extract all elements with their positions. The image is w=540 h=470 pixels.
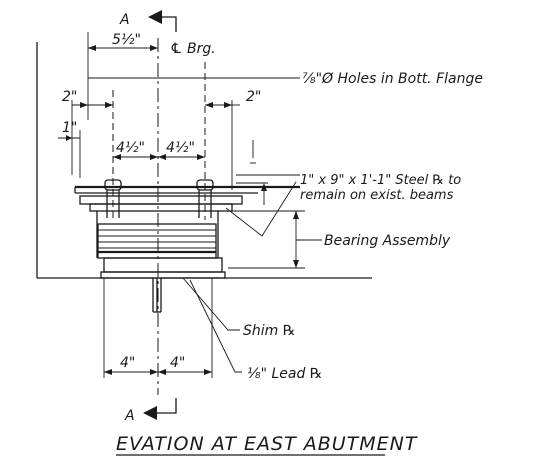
dim-plate-thickness (236, 140, 300, 205)
bolt-right (196, 179, 214, 218)
centerline-bearing-label: ℄ Brg. (170, 41, 216, 57)
drawing-title: EVATION AT EAST ABUTMENT (116, 433, 418, 455)
holes-label: ⅞"Ø Holes in Bott. Flange (302, 71, 483, 87)
section-arrow-bottom-icon (143, 406, 157, 420)
dim-four: 4" 4" (104, 355, 212, 375)
shim-plate-label: Shim ℞ (243, 323, 295, 339)
dim-two-left-label: 2" (62, 89, 77, 105)
dim-four-right-label: 4" (170, 355, 185, 371)
bottom-flange-and-plate (74, 185, 300, 212)
steel-plate-label-1: 1" x 9" x 1'-1" Steel ℞ to (300, 173, 461, 188)
section-marker-top-letter: A (119, 12, 130, 28)
section-marker-top: A (119, 10, 177, 32)
dim-two-right-label: 2" (246, 89, 261, 105)
bearing-assembly (96, 211, 226, 279)
dim-five-half-label: 5½" (112, 32, 141, 48)
dim-four-half-left-label: 4½" (116, 140, 145, 156)
shim-leader (182, 277, 240, 331)
lead-leader (189, 279, 242, 373)
dim-two-left: 2" (62, 89, 113, 175)
section-marker-bottom: A (124, 398, 177, 424)
bearing-assembly-dim (228, 210, 322, 269)
dim-two-right: 2" (205, 89, 261, 190)
section-marker-bottom-letter: A (124, 408, 135, 424)
bolt-left (104, 179, 122, 218)
dim-four-half-right-label: 4½" (166, 140, 195, 156)
section-arrow-top-icon (148, 10, 162, 24)
dim-five-half: 5½" (87, 32, 158, 120)
anchor-bolts (152, 278, 162, 313)
dim-one-inch-label: 1" (62, 120, 77, 136)
lead-plate-label: ⅛" Lead ℞ (247, 366, 322, 382)
steel-plate-leader (225, 181, 297, 237)
dim-four-half: 4½" 4½" (113, 140, 205, 160)
dim-four-left-label: 4" (120, 355, 135, 371)
steel-plate-label-2: remain on exist. beams (300, 188, 454, 203)
bearing-assembly-label: Bearing Assembly (324, 233, 451, 249)
dim-one-inch: 1" (58, 120, 81, 178)
